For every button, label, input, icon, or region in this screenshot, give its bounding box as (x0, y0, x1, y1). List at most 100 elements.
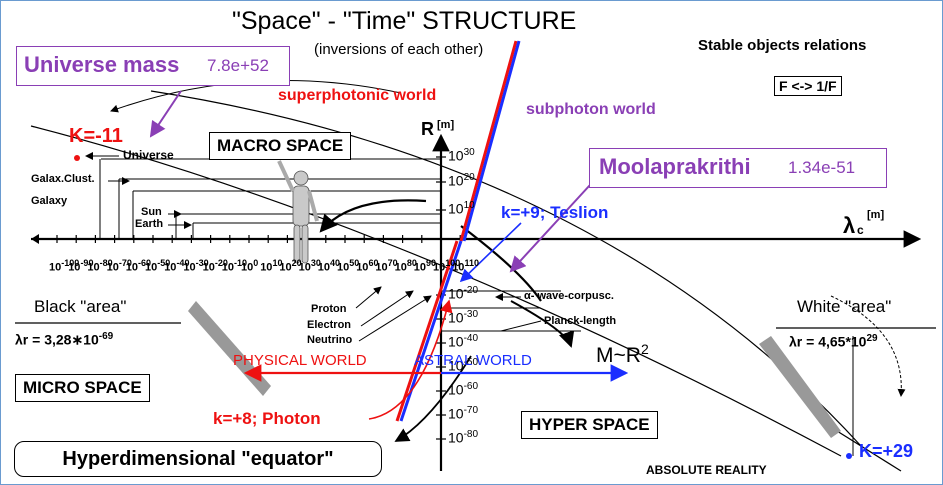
tick-exponent: -60 (463, 381, 479, 392)
page-title: "Space" - "Time" STRUCTURE (232, 7, 577, 35)
tick-exponent: 30 (310, 258, 321, 268)
tick-exponent: 80 (406, 258, 417, 268)
r-tick-marks (436, 156, 446, 440)
tick-exponent: -30 (195, 258, 209, 268)
tick-exponent: 50 (349, 258, 360, 268)
tick-exponent: 10 (463, 200, 475, 211)
tick-exponent: 20 (463, 172, 475, 183)
superphotonic-line (459, 40, 518, 242)
lambda-tick-label: 10-10 (222, 258, 247, 274)
white-area-label: White "area" (797, 297, 892, 316)
tick-base: 10 (448, 200, 464, 217)
white-formula-base: λr = 4,65*10 (789, 333, 867, 350)
tick-exponent: 90 (426, 258, 437, 268)
black-formula-exp: -69 (98, 331, 114, 342)
tick-base: 10 (68, 261, 81, 274)
subtitle: (inversions of each other) (314, 41, 484, 58)
tick-base: 10 (298, 261, 311, 274)
mr-law-base: M~R (596, 344, 641, 367)
r-tick-label: 10-40 (448, 333, 478, 350)
r-tick-label: 10-30 (448, 309, 478, 326)
tick-exponent: -50 (157, 258, 171, 268)
human-figure (277, 160, 319, 264)
tick-base: 10 (356, 261, 369, 274)
hyper-space-box: HYPER SPACE (521, 411, 658, 439)
lambda-tick-label: 1040 (318, 258, 340, 274)
tick-exponent: 20 (291, 258, 302, 268)
lambda-tick-label: 10-40 (164, 258, 189, 274)
lambda-tick-label: 10-50 (145, 258, 170, 274)
mr-law: M~R2 (596, 341, 649, 368)
universe-mass-box: Universe mass 7.8e+52 (16, 46, 290, 86)
tick-base: 10 (448, 285, 464, 302)
white-curve-arrow (830, 295, 906, 397)
k-minus11-dot (74, 155, 80, 161)
galax-clust-label: Galax.Clust. (31, 173, 95, 185)
micro-space-box: MICRO SPACE (15, 374, 150, 402)
moola-label: Moolaprakrithi (599, 154, 751, 179)
tick-exponent: -10 (234, 258, 248, 268)
tick-base: 10 (448, 405, 464, 422)
k-plus29-label: K=+29 (859, 441, 914, 461)
electron-label: Electron (307, 319, 352, 331)
moola-box: Moolaprakrithi 1.34e-51 (589, 148, 887, 188)
white-area-shape (759, 336, 841, 438)
equator-box: Hyperdimensional "equator" (14, 441, 382, 477)
lambda-tick-label: 10110 (452, 258, 479, 274)
lambda-tick-label: 10-90 (68, 258, 93, 274)
tick-exponent: 70 (387, 258, 398, 268)
k-plus29-dot (846, 453, 852, 459)
tick-exponent: -30 (463, 309, 479, 320)
tick-base: 10 (448, 429, 464, 446)
tick-exponent: -100 (61, 258, 80, 268)
subphoton-label: subphoton world (526, 101, 656, 118)
lambda-tick-label: 10-60 (126, 258, 151, 274)
lambda-axis-label: λ (843, 213, 856, 238)
lambda-tick-label: 1050 (337, 258, 359, 274)
tick-base: 10 (164, 261, 177, 274)
tick-exponent: 10 (272, 258, 283, 268)
curve-arrow-4 (394, 355, 472, 442)
tick-base: 10 (394, 261, 407, 274)
tick-base: 10 (87, 261, 100, 274)
lambda-tick-label: 1060 (356, 258, 378, 274)
lambda-tick-label: 1080 (395, 258, 417, 274)
tick-exponent: -40 (176, 258, 190, 268)
lambda-tick-label: 10-30 (183, 258, 208, 274)
tick-exponent: -60 (138, 258, 152, 268)
neutrino-label: Neutrino (307, 334, 353, 346)
tick-exponent: -40 (463, 333, 479, 344)
tick-exponent: -80 (99, 258, 113, 268)
tick-base: 10 (448, 147, 464, 164)
physical-line (395, 240, 459, 422)
tick-base: 10 (260, 261, 273, 274)
r-tick-label: 1010 (448, 200, 475, 217)
tick-base: 10 (125, 261, 139, 274)
tick-base: 10 (433, 261, 446, 274)
tick-base: 10 (106, 261, 119, 274)
lower-diagonal (30, 125, 842, 457)
k-minus11-label: K=-11 (69, 125, 123, 147)
lambda-tick-label: 10100 (433, 258, 460, 274)
r-axis-unit: [m] (437, 119, 455, 131)
absolute-reality-label: ABSOLUTE REALITY (646, 463, 767, 477)
tick-exponent: -20 (463, 285, 479, 296)
lambda-tick-label: 1030 (299, 258, 321, 274)
photon-label: k=+8; Photon (213, 409, 321, 428)
lambda-axis-unit: [m] (867, 209, 885, 221)
tick-base: 10 (452, 261, 465, 274)
tick-base: 10 (241, 261, 254, 274)
tick-exponent: 30 (463, 147, 475, 158)
moola-value: 1.34e-51 (788, 158, 856, 177)
lambda-tick-label: 100 (241, 258, 258, 274)
white-formula-exp: 29 (866, 333, 878, 344)
lambda-tick-label: 10-70 (107, 258, 132, 274)
tick-exponent: -90 (80, 258, 94, 268)
curve-arrow-1 (319, 199, 427, 233)
tick-exponent: 0 (253, 258, 259, 268)
black-formula-base: λr = 3,28∗10 (15, 331, 99, 348)
tick-exponent: 100 (445, 258, 461, 268)
lambda-tick-label: 10-20 (203, 258, 228, 274)
r-tick-label: 1020 (448, 172, 475, 189)
planck-label: Planck-length (544, 315, 617, 327)
